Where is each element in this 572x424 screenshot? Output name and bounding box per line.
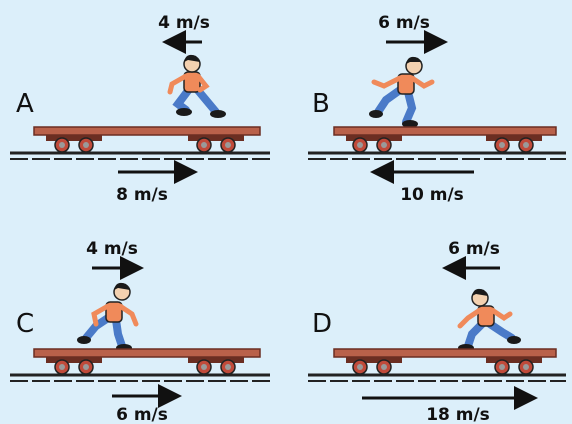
cart [333, 348, 557, 375]
runner-speed-label: 6 m/s [378, 13, 430, 33]
runner-figure [457, 288, 521, 352]
panel-letter: D [312, 309, 332, 339]
rail-track [308, 151, 566, 160]
panel-a: A 4 m/s [10, 13, 270, 205]
panel-letter: A [16, 89, 34, 119]
cart-speed-label: 18 m/s [426, 405, 490, 424]
cart [33, 348, 261, 375]
runner-figure [369, 56, 435, 128]
runner-speed-label: 6 m/s [448, 239, 500, 259]
panel-c: C 4 m/s [10, 239, 270, 424]
panel-b: B 6 m/s [308, 13, 566, 205]
rail-track [308, 373, 566, 382]
runner-speed-label: 4 m/s [158, 13, 210, 33]
cart [333, 126, 557, 153]
cart-speed-label: 10 m/s [400, 185, 464, 205]
runner-figure [77, 282, 139, 352]
panel-d: D 6 m/s [308, 239, 566, 424]
runner-speed-label: 4 m/s [86, 239, 138, 259]
cart-speed-label: 6 m/s [116, 405, 168, 424]
cart [33, 126, 261, 153]
runner-figure [167, 54, 226, 118]
panel-letter: C [16, 309, 34, 339]
cart-speed-label: 8 m/s [116, 185, 168, 205]
rail-track [10, 373, 270, 382]
panel-letter: B [312, 89, 330, 119]
rail-track [10, 151, 270, 160]
